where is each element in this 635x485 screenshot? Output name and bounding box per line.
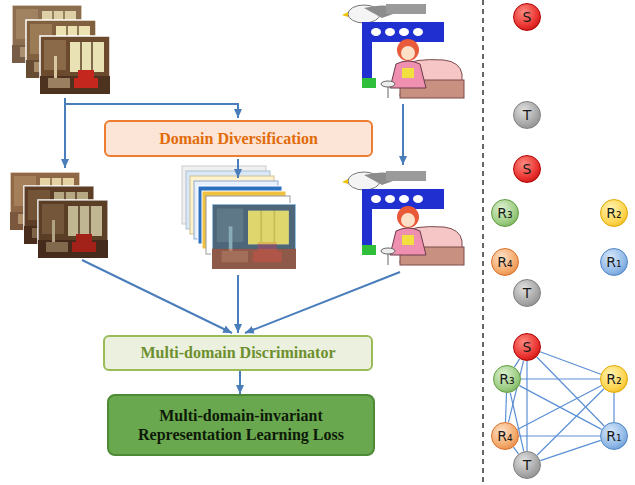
domain-circle: T bbox=[513, 451, 541, 479]
process-box: Domain Diversification bbox=[104, 120, 373, 157]
domain-circle: S bbox=[513, 155, 541, 183]
process-box: Multi-domain Discriminator bbox=[103, 335, 373, 371]
flow-arrow bbox=[245, 272, 400, 333]
domain-circle: S bbox=[513, 3, 541, 31]
loss-box: Multi-domain-invariant Representation Le… bbox=[107, 394, 375, 456]
domain-circle: R₃ bbox=[491, 199, 519, 227]
flow-arrow bbox=[65, 104, 238, 118]
flow-arrow bbox=[64, 98, 66, 168]
graph-link bbox=[519, 435, 600, 436]
domain-label: R₃ bbox=[497, 206, 512, 220]
domain-circle: S bbox=[513, 333, 541, 361]
domain-circle: R₃ bbox=[493, 365, 521, 393]
domain-circle: T bbox=[513, 101, 541, 129]
graph-link bbox=[540, 352, 601, 374]
domain-circle: R₄ bbox=[491, 422, 519, 450]
divider-line bbox=[482, 0, 484, 485]
domain-label: T bbox=[523, 286, 532, 300]
graph-link bbox=[540, 440, 600, 460]
flow-arrow bbox=[239, 371, 241, 394]
cartoon-image bbox=[342, 0, 464, 102]
domain-label: T bbox=[523, 458, 532, 472]
domain-circle: R₁ bbox=[600, 422, 628, 450]
domain-label: R₁ bbox=[606, 255, 621, 269]
graph-link bbox=[521, 378, 600, 379]
domain-label: R₄ bbox=[497, 429, 512, 443]
graph-link bbox=[526, 361, 527, 451]
flow-arrow bbox=[237, 159, 239, 178]
graph-link bbox=[537, 357, 604, 426]
diversified-stack bbox=[182, 166, 296, 269]
graph-link bbox=[537, 389, 604, 455]
domain-label: S bbox=[523, 340, 532, 354]
graph-link bbox=[506, 393, 507, 422]
domain-label: S bbox=[523, 10, 532, 24]
photo-stack bbox=[12, 5, 110, 94]
domain-label: T bbox=[523, 108, 532, 122]
domain-label: R₄ bbox=[497, 255, 512, 269]
domain-label: R₂ bbox=[606, 372, 621, 386]
domain-label: R₁ bbox=[606, 429, 621, 443]
box-label: Domain Diversification bbox=[159, 129, 318, 148]
domain-circle: R₂ bbox=[600, 365, 628, 393]
domain-label: R₃ bbox=[499, 372, 514, 386]
graph-link bbox=[517, 386, 601, 430]
domain-label: R₂ bbox=[606, 206, 621, 220]
flow-arrow bbox=[402, 104, 404, 165]
flow-arrow bbox=[82, 260, 232, 333]
domain-circle: R₂ bbox=[600, 199, 628, 227]
domain-circle: R₄ bbox=[491, 248, 519, 276]
domain-circle: R₁ bbox=[600, 248, 628, 276]
flow-arrow bbox=[237, 275, 239, 333]
graph-link bbox=[514, 359, 519, 367]
domain-label: S bbox=[523, 162, 532, 176]
graph-link bbox=[613, 393, 614, 422]
cartoon-image bbox=[342, 167, 464, 269]
box-label: Multi-domain-invariant Representation Le… bbox=[117, 406, 365, 444]
domain-circle: T bbox=[513, 279, 541, 307]
box-label: Multi-domain Discriminator bbox=[140, 343, 335, 362]
flow-arrows bbox=[65, 98, 403, 333]
photo-stack bbox=[10, 172, 108, 258]
